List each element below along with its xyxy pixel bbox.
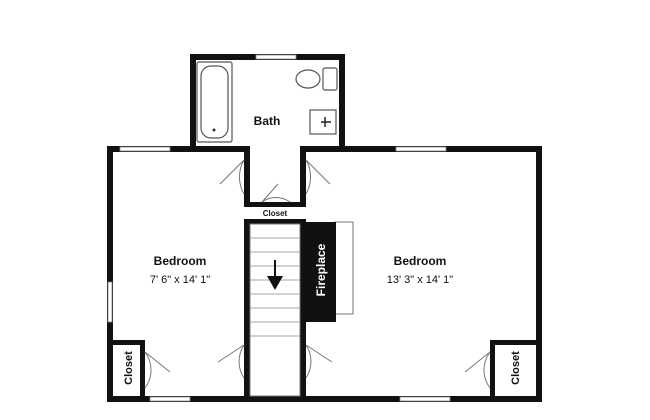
left-closet-top-wall xyxy=(107,340,145,345)
small-closet-top-wall xyxy=(244,202,306,207)
right-bedroom-outer-wall xyxy=(536,146,542,402)
small-closet-bottom-wall xyxy=(244,219,306,224)
bath-left-wall xyxy=(190,54,196,146)
left-bedroom-side-window xyxy=(107,281,113,323)
right-bedroom-inner-wall-upper xyxy=(300,146,306,202)
left-closet-door xyxy=(144,351,171,389)
right-closet-door xyxy=(464,351,491,389)
bath-window xyxy=(255,54,297,60)
left-bedroom-label: Bedroom xyxy=(154,254,207,268)
right-bedroom-label: Bedroom xyxy=(394,254,447,268)
bottom-wall xyxy=(107,396,542,402)
right-bedroom-size: 13' 3" x 14' 1" xyxy=(387,274,454,286)
right-bedroom-lower-door xyxy=(305,344,333,379)
left-bedroom-outer-wall xyxy=(107,146,113,402)
right-bedroom-door xyxy=(305,159,331,195)
bathtub xyxy=(196,61,233,143)
toilet xyxy=(295,67,338,91)
left-bedroom-bottom-window xyxy=(149,396,191,402)
doors xyxy=(144,159,491,389)
left-bedroom-top-wall xyxy=(107,146,250,152)
right-closet-side-wall xyxy=(490,340,495,402)
down-arrow-icon xyxy=(267,260,283,290)
right-bedroom-inner-wall-lower xyxy=(300,224,306,402)
bath-label: Bath xyxy=(254,114,281,128)
right-closet-top-wall xyxy=(490,340,542,345)
small-closet-label: Closet xyxy=(263,209,288,218)
left-closet-side-wall xyxy=(140,340,145,402)
left-bedroom-size: 7' 6" x 14' 1" xyxy=(150,274,210,286)
left-bedroom-top-window xyxy=(119,146,171,152)
staircase xyxy=(249,223,301,397)
left-bedroom-inner-wall-lower xyxy=(244,224,250,402)
left-bedroom-lower-door xyxy=(217,344,245,379)
right-bedroom-top-window xyxy=(395,146,447,152)
left-closet-label: Closet xyxy=(123,351,135,385)
small-closet-door xyxy=(261,183,291,203)
sink xyxy=(309,109,337,135)
left-bedroom-inner-wall-upper xyxy=(244,146,250,202)
bath-right-wall xyxy=(339,54,345,146)
fireplace xyxy=(306,221,354,322)
right-bedroom-bottom-window xyxy=(399,396,451,402)
right-closet-label: Closet xyxy=(510,351,522,385)
windows xyxy=(107,54,451,402)
fireplace-label: Fireplace xyxy=(314,243,328,296)
left-bedroom-door xyxy=(219,159,245,195)
